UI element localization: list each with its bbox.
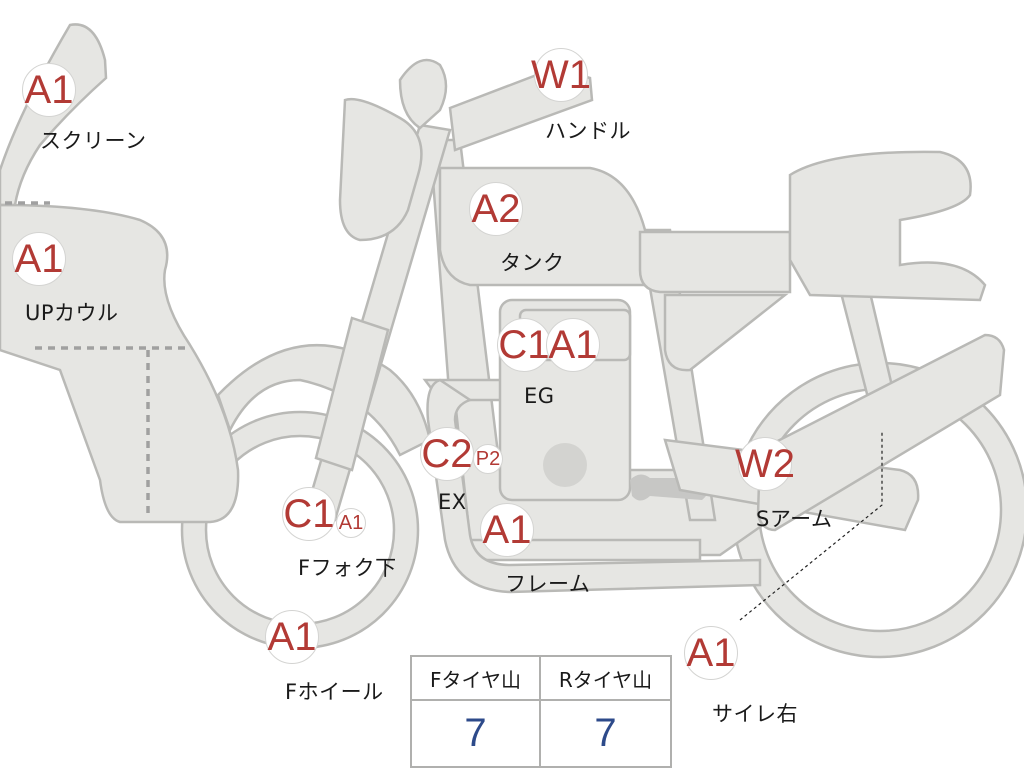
tire-tread-table: Fタイヤ山 Rタイヤ山 7 7 [410, 655, 672, 768]
part-label-frame: フレーム [505, 572, 591, 596]
grade-badge-fork-2: A1 [336, 508, 366, 538]
grade-badge-frame: A1 [480, 503, 534, 557]
upper-cowl-shape [0, 203, 240, 524]
part-label-tank: タンク [500, 251, 565, 275]
tail-cowl [788, 150, 987, 302]
part-label-handle: ハンドル [545, 119, 631, 143]
grade-badge-swing-arm: W2 [735, 437, 795, 491]
part-label-swing-arm: Sアーム [756, 507, 833, 531]
part-label-engine: EG [524, 384, 555, 408]
grade-badge-exhaust-1: C2 [420, 427, 474, 481]
silencer-leader-line [739, 430, 883, 621]
grade-badge-front-wheel: A1 [265, 610, 319, 664]
grade-badge-screen: A1 [22, 63, 76, 117]
grade-badge-silencer: A1 [684, 626, 738, 680]
fork-guard [314, 316, 390, 472]
part-label-screen: スクリーン [40, 129, 147, 153]
part-label-front-wheel: Fホイール [285, 680, 384, 704]
rear-tire-tread-value: 7 [594, 711, 617, 755]
grade-badge-fork-1: C1 [282, 487, 336, 541]
part-label-silencer: サイレ右 [712, 702, 798, 726]
engine-cover [543, 443, 587, 487]
mirror [398, 58, 448, 130]
headlight [338, 97, 423, 242]
grade-badge-up-cowl: A1 [12, 232, 66, 286]
part-label-up-cowl: UPカウル [25, 301, 119, 325]
front-tire-tread-value: 7 [412, 701, 541, 766]
grade-badge-engine-1: C1 [497, 318, 551, 372]
silencer-shape [756, 333, 1006, 532]
grade-badge-engine-2: A1 [546, 318, 600, 372]
part-label-fork: Fフォク下 [298, 556, 397, 580]
front-tire-tread-header: Fタイヤ山 [412, 657, 541, 701]
grade-badge-handle: W1 [531, 48, 591, 102]
side-cover [663, 293, 789, 372]
seat-shape [638, 230, 792, 294]
grade-badge-exhaust-2: P2 [473, 444, 503, 474]
exhaust-pipe [426, 378, 762, 594]
part-label-exhaust: EX [438, 490, 467, 514]
rear-tire-tread-header: Rタイヤ山 [541, 657, 670, 701]
grade-badge-tank: A2 [469, 182, 523, 236]
